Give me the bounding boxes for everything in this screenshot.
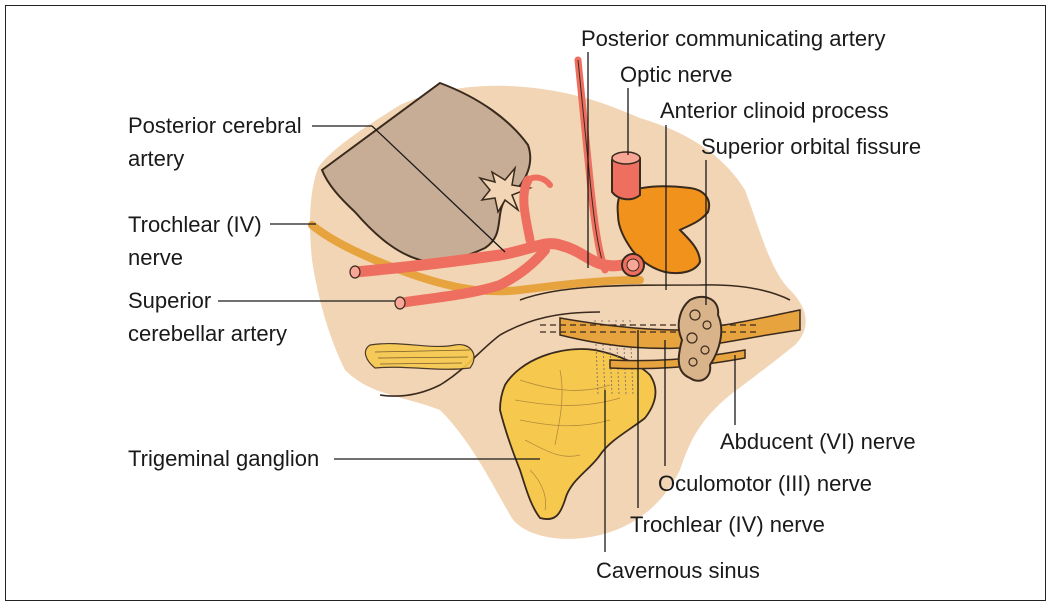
label-superior-cerebellar-artery-line1: Superior [128, 288, 211, 313]
label-superior-orbital-fissure: Superior orbital fissure [701, 134, 921, 159]
oculomotor-nerve-shape [559, 309, 801, 350]
abducent-nerve-shape [609, 349, 746, 370]
label-oculomotor-nerve: Oculomotor (III) nerve [658, 471, 872, 496]
petrous-ridge [499, 311, 601, 336]
label-trochlear-nerve-line1: Trochlear (IV) [128, 212, 262, 237]
label-superior-cerebellar-artery-line2: cerebellar artery [128, 321, 287, 346]
anterior-clinoid-process-shape [616, 185, 710, 275]
cerebellum-folia [364, 342, 475, 370]
cerebral-peduncle [320, 81, 532, 264]
label-optic-nerve: Optic nerve [620, 62, 733, 87]
posterior-cerebral-artery-shape [349, 238, 639, 278]
label-posterior-communicating-artery: Posterior communicating artery [581, 26, 885, 51]
label-posterior-cerebral-artery-line2: artery [128, 146, 184, 171]
label-trochlear-nerve-bottom: Trochlear (IV) nerve [630, 512, 825, 537]
tentorium-edge [519, 284, 791, 301]
trigeminal-ganglion [499, 348, 657, 520]
label-trigeminal-ganglion: Trigeminal ganglion [128, 446, 319, 471]
label-abducent-nerve: Abducent (VI) nerve [720, 429, 916, 454]
label-posterior-cerebral-artery-line1: Posterior cerebral [128, 113, 302, 138]
superior-cerebellar-artery-shape [395, 245, 550, 308]
peduncle-vessel-stub [477, 165, 533, 215]
label-cavernous-sinus: Cavernous sinus [596, 558, 760, 583]
label-anterior-clinoid-process: Anterior clinoid process [660, 98, 889, 123]
label-trochlear-nerve-line2: nerve [128, 245, 183, 270]
leader-lines [218, 52, 736, 552]
